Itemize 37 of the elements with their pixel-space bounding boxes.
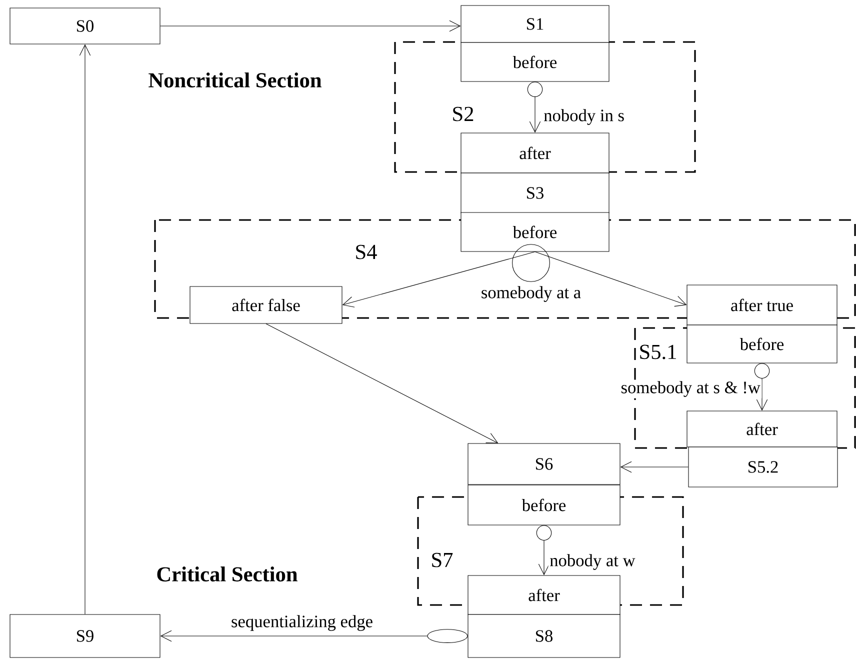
state-box: after false (190, 286, 342, 324)
arrow (79, 44, 91, 614)
edge-label: sequentializing edge (230, 614, 374, 632)
arrow (754, 363, 770, 411)
section-heading: Noncritical Section (148, 72, 322, 88)
arrow (266, 324, 498, 444)
state-box: S5.2 (688, 446, 838, 488)
arrow (160, 629, 468, 643)
state-box: S8 (468, 614, 620, 658)
state-box: after (460, 132, 610, 174)
region-label: S7 (432, 552, 453, 568)
section-heading: Critical Section (157, 566, 298, 582)
arrow (536, 525, 552, 576)
state-box: before (686, 324, 838, 364)
edge-label: nobody at w (548, 552, 637, 572)
region-label: S4 (356, 244, 377, 260)
edge-label: nobody in s (542, 108, 626, 126)
arrow (342, 252, 536, 308)
arrow (527, 82, 543, 133)
state-box: before (460, 42, 610, 82)
state-box: after (468, 575, 620, 615)
state-box: before (460, 212, 610, 252)
region-label: S2 (453, 106, 474, 122)
edge-label: somebody at s & !w (619, 380, 762, 398)
state-box: S3 (460, 172, 610, 214)
state-box: S6 (468, 443, 620, 485)
state-box: S0 (10, 8, 160, 44)
state-box: before (468, 484, 620, 526)
arrow (534, 252, 687, 307)
arrow (160, 20, 461, 32)
state-box: S1 (460, 5, 610, 43)
state-box: S9 (10, 614, 160, 658)
state-box: after true (686, 284, 838, 326)
region-label: S5.1 (640, 344, 676, 360)
state-box: after (686, 410, 838, 448)
arrow (620, 461, 689, 473)
edge-label: somebody at a (480, 284, 582, 304)
